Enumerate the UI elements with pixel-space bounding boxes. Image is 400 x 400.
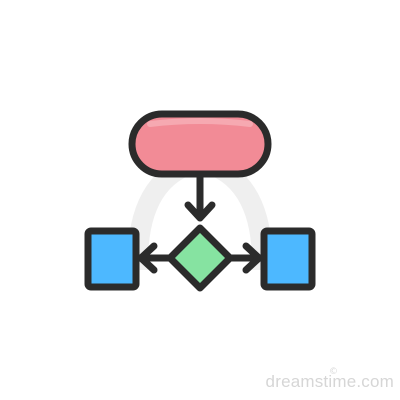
process-box-left (84, 227, 140, 291)
background-watermark-shape (127, 150, 273, 270)
terminator-shape (128, 110, 272, 178)
decision-diamond (166, 224, 234, 292)
down-arrow-connector (184, 172, 216, 222)
watermark-registered-mark: © (329, 367, 338, 377)
process-box-right (260, 227, 316, 291)
watermark-text: dreamstime.com (265, 372, 394, 391)
watermark: © dreamstime.com (244, 367, 394, 392)
